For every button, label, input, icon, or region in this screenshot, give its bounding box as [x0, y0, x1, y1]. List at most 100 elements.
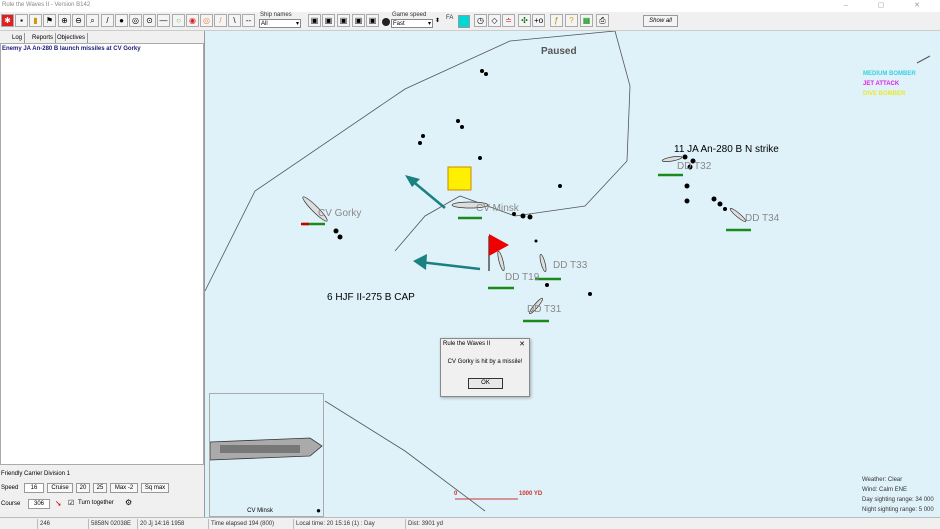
status-bar: 246 5858N 02038E 20 Jj 14:16 1958 Time e… [0, 517, 940, 529]
save-icon[interactable]: ▪ [15, 14, 28, 27]
layers-icon[interactable]: ◇ [488, 14, 501, 27]
speed-cruise-button[interactable]: Cruise [47, 483, 73, 493]
game-speed-value: Fast [393, 21, 405, 27]
show-all-button[interactable]: Show all [643, 15, 678, 27]
ship-info-icon[interactable]: ⚑ [43, 14, 56, 27]
help-icon[interactable]: ? [565, 14, 578, 27]
record-icon[interactable] [382, 18, 390, 26]
grenade-icon[interactable]: ● [115, 14, 128, 27]
turn-together-checkbox[interactable]: ☑ [68, 500, 75, 507]
book-icon[interactable]: ▮ [29, 14, 42, 27]
log-panel[interactable]: Enemy JA An-280 B launch missiles at CV … [0, 43, 204, 465]
flag-icon[interactable]: ƒ [550, 14, 563, 27]
cv-gorky-ship [302, 196, 328, 222]
left-panel: Log Reports Objectives Enemy JA An-280 B… [0, 31, 205, 517]
dialog-close-button[interactable]: ✕ [519, 341, 525, 348]
ship-thumbnail-image [210, 437, 323, 461]
log-entry: Enemy JA An-280 B launch missiles at CV … [2, 46, 141, 52]
map-graphics [205, 31, 931, 512]
print-icon[interactable]: ⎙ [596, 14, 609, 27]
status-distance: Dist: 3901 yd [405, 519, 443, 529]
dialog-ok-button[interactable]: OK [468, 378, 503, 389]
formation-icon[interactable]: ✣ [518, 14, 531, 27]
speed-sqmax-button[interactable]: Sq max [141, 483, 169, 493]
grenade-icon[interactable]: ● [316, 506, 321, 515]
legend-medium-bomber: MEDIUM BOMBER [863, 71, 916, 77]
air-group-strike-label[interactable]: 11 JA An-280 B N strike [674, 144, 779, 155]
coastline [205, 31, 631, 292]
ship-thumbnail[interactable]: CV Minsk ● [209, 393, 324, 517]
legend-jet-attack: JET ATTACK [863, 81, 900, 87]
view-button-5[interactable]: ▣ [366, 14, 379, 27]
red-target-icon[interactable]: ◉ [186, 14, 199, 27]
ship-label-dd-t33[interactable]: DD T33 [553, 260, 588, 271]
speed-25-button[interactable]: 25 [93, 483, 107, 493]
orange-line-icon[interactable]: / [214, 14, 227, 27]
course-arrow [409, 178, 446, 209]
window-controls[interactable]: – ▢ ✕ [843, 2, 934, 9]
menu-icon[interactable]: ✱ [1, 14, 14, 27]
tab-reports[interactable]: Reports [30, 33, 57, 43]
thumbnail-ship-name: CV Minsk [247, 508, 273, 514]
ship-label-cv-gorky[interactable]: CV Gorky [318, 208, 362, 219]
air-group-cap-label[interactable]: 6 HJF II-275 B CAP [327, 292, 415, 303]
speed-input[interactable]: 16 [24, 483, 44, 493]
view-button-2[interactable]: ▣ [322, 14, 335, 27]
map-icon[interactable]: ▦ [580, 14, 593, 27]
course-label: Course [1, 501, 21, 507]
zoom-out-icon[interactable]: ⊖ [72, 14, 85, 27]
ship-label-dd-t19[interactable]: DD T19 [505, 272, 540, 283]
course-input[interactable]: 306 [28, 499, 50, 509]
view-button-4[interactable]: ▣ [352, 14, 365, 27]
toolbar: ✱ ▪ ▮ ⚑ ⊕ ⊖ ⌕ / ● ◎ ⊙ — ○ ◉ ◎ / \ -- Shi… [0, 12, 940, 31]
status-field-id: 246 [37, 519, 50, 529]
ship-label-dd-t31[interactable]: DD T31 [527, 304, 562, 315]
pen-icon[interactable]: / [101, 14, 114, 27]
green-circle-icon[interactable]: ○ [172, 14, 185, 27]
tab-objectives[interactable]: Objectives [55, 33, 89, 43]
status-date: 20 Jj 14:16 1958 [137, 519, 184, 529]
zoom-in-icon[interactable]: ⊕ [58, 14, 71, 27]
legend-dive-bomber: DIVE BOMBER [863, 91, 906, 97]
objective-marker [447, 166, 472, 191]
tactical-map[interactable]: Paused CV Gorky CV Minsk DD T19 DD T33 D… [205, 31, 940, 517]
scale-end: 1000 YD [519, 491, 543, 497]
speed-spinner[interactable]: ⬍ [435, 18, 441, 24]
circle-icon[interactable]: ◎ [129, 14, 142, 27]
formation-circle-icon[interactable]: +o [532, 14, 545, 27]
message-dialog: Rule the Waves II ✕ CV Gorky is hit by a… [440, 338, 530, 397]
speed-20-button[interactable]: 20 [76, 483, 90, 493]
night-sighting-text: Night sighting range: 5 000 [862, 507, 934, 513]
view-button-1[interactable]: ▣ [308, 14, 321, 27]
ship-label-cv-minsk[interactable]: CV Minsk [476, 203, 519, 214]
status-coordinates: 5858N 02038E [88, 519, 131, 529]
course-arrow-2 [419, 260, 481, 271]
ship-icon[interactable]: ≐ [502, 14, 515, 27]
circle-arrow-icon[interactable]: ⊙ [143, 14, 156, 27]
ship-names-select[interactable]: All [259, 19, 301, 28]
dash-icon[interactable]: -- [242, 14, 255, 27]
ship-label-dd-t32[interactable]: DD T32 [677, 161, 712, 172]
ship-label-dd-t34[interactable]: DD T34 [745, 213, 780, 224]
diagonal-line-icon[interactable]: \ [228, 14, 241, 27]
course-arrowhead [405, 175, 420, 187]
zoom-fit-icon[interactable]: ⌕ [86, 14, 99, 27]
tab-log[interactable]: Log [10, 33, 26, 43]
line-icon[interactable]: — [157, 14, 170, 27]
wind-arrow [916, 55, 931, 64]
view-button-3[interactable]: ▣ [337, 14, 350, 27]
speed-max2-button[interactable]: Max -2 [110, 483, 138, 493]
division-label: Friendly Carrier Division 1 [1, 471, 71, 477]
orange-circle-icon[interactable]: ◎ [200, 14, 213, 27]
course-pointer-icon[interactable]: ➘ [55, 499, 62, 508]
clock-icon[interactable]: ◷ [474, 14, 487, 27]
game-speed-select[interactable]: Fast [391, 19, 433, 28]
scale-start: 0 [454, 491, 458, 497]
status-time-elapsed: Time elapsed 194 (800) [208, 519, 274, 529]
dd-t19-ship [497, 250, 505, 272]
settings-icon[interactable]: ⚙ [125, 498, 133, 507]
dd-t32-ship [661, 156, 683, 162]
color-swatch[interactable] [458, 15, 470, 28]
fa-label: FA [446, 15, 454, 21]
status-local-time: Local time: 20 15:16 (1) : Day [293, 519, 375, 529]
